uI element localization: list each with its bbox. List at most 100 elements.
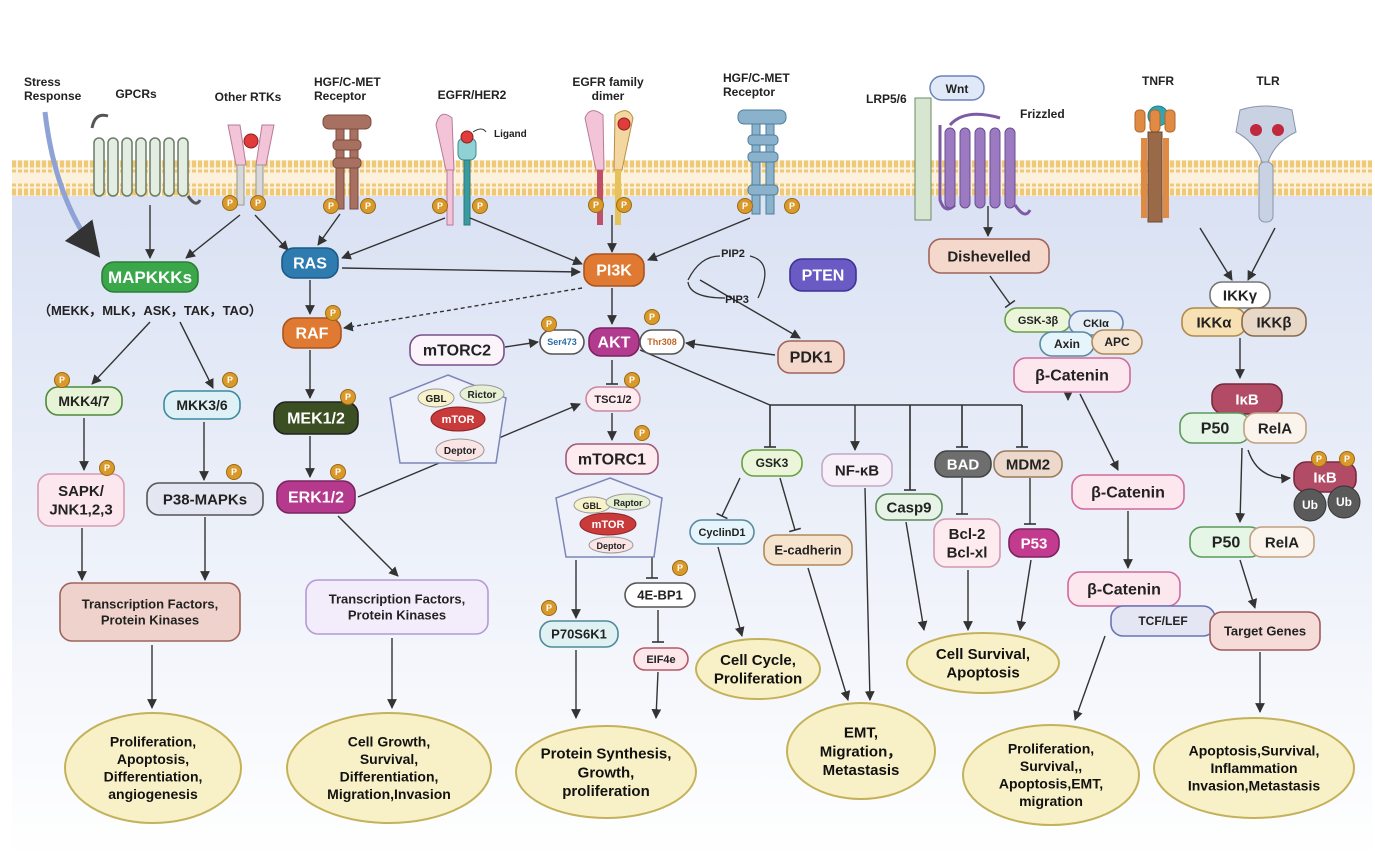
- bcat1-node: β-Catenin: [1013, 357, 1131, 393]
- ikb2-node-label: IκB: [1313, 469, 1337, 486]
- phospho-badge-25: P: [1339, 451, 1355, 467]
- raf-node-label: RAF: [296, 326, 329, 343]
- outcome-protein-synthesis-node: Protein Synthesis,Growth,proliferation: [515, 725, 697, 819]
- phospho-badge-21: P: [634, 425, 650, 441]
- p53-node: P53: [1008, 528, 1060, 558]
- ikkb-node-label: IKKβ: [1257, 314, 1292, 331]
- ecad-node: E-cadherin: [763, 534, 853, 566]
- outcome-cell-cycle-node-label: Cell Cycle,Proliferation: [714, 652, 802, 688]
- phospho-badge-23: P: [541, 600, 557, 616]
- arrow-20: [91, 321, 151, 385]
- mtorc2-node-label: mTORC2: [423, 343, 491, 360]
- rela-b-node: RelA: [1249, 526, 1315, 558]
- phospho-label-16: P: [104, 463, 110, 473]
- nfkb-node: NF-κB: [821, 453, 893, 487]
- outcome-cell-growth-node-label: Cell Growth,Survival,Differentiation,Mig…: [327, 734, 451, 803]
- inhibition-6: [956, 478, 968, 515]
- ikb-node: IκB: [1211, 383, 1283, 415]
- gbl-label-1: GBL: [425, 394, 446, 405]
- other-rtk-receptor-icon: [227, 124, 275, 206]
- eif4e-node: EIF4e: [633, 647, 689, 671]
- phospho-label-5: P: [437, 201, 443, 211]
- phospho-badge-10: P: [784, 198, 800, 214]
- ck1a-node-label: CKIα: [1083, 318, 1109, 330]
- arrow-27: [337, 515, 399, 577]
- phospho-badge-15: P: [222, 372, 238, 388]
- phospho-label-11: P: [330, 308, 336, 318]
- mdm2-node: MDM2: [993, 450, 1063, 478]
- phospho-label-1: P: [227, 198, 233, 208]
- mdm2-node-label: MDM2: [1006, 456, 1050, 473]
- phospho-label-10: P: [789, 201, 795, 211]
- arrow-33: [864, 487, 875, 701]
- outcome-protein-synthesis-node-label: Protein Synthesis,Growth,proliferation: [541, 746, 672, 801]
- p53-node-label: P53: [1021, 535, 1048, 552]
- phospho-label-4: P: [365, 201, 371, 211]
- ub-node-1: Ub: [1293, 488, 1327, 522]
- tcf-node-label: TCF/LEF: [1138, 614, 1187, 628]
- inhibition-7: [1024, 478, 1036, 525]
- rela-b-node-label: RelA: [1265, 534, 1299, 551]
- tf2-node: Transcription Factors,Protein Kinases: [305, 579, 489, 635]
- sapk-node-label: SAPK/JNK1,2,3: [49, 483, 112, 519]
- inhibition-11: [956, 405, 968, 448]
- apc-node-label: APC: [1104, 335, 1130, 349]
- target-genes-node: Target Genes: [1209, 611, 1321, 651]
- phospho-label-12: P: [345, 392, 351, 402]
- mtor-label-2: mTOR: [592, 519, 625, 531]
- arrow-4: [317, 213, 341, 246]
- outcome-wnt-node-label: Proliferation,Survival,,Apoptosis,EMT,mi…: [999, 741, 1103, 810]
- tsc-node: TSC1/2: [585, 386, 641, 412]
- p38-node: P38-MAPKs: [146, 482, 264, 516]
- phospho-badge-20: P: [624, 372, 640, 388]
- stress-arrow: [42, 111, 101, 258]
- arrow-31: [651, 671, 662, 719]
- outcome-emt-node-label: EMT,Migration，Metastasis: [820, 725, 903, 780]
- phospho-label-24: P: [1316, 454, 1322, 464]
- ras-node: RAS: [281, 247, 339, 279]
- phospho-badge-5: P: [432, 198, 448, 214]
- gpcrs-label: GPCRs: [115, 87, 157, 101]
- tf1-node-label: Transcription Factors,Protein Kinases: [82, 596, 219, 627]
- erk-node: ERK1/2: [276, 480, 356, 514]
- outcome-wnt-node: Proliferation,Survival,,Apoptosis,EMT,mi…: [962, 724, 1140, 826]
- arrow-42: [1073, 635, 1106, 721]
- gsk3-node: GSK3: [741, 449, 803, 477]
- phospho-badge-14: P: [54, 372, 70, 388]
- phospho-badge-6: P: [472, 198, 488, 214]
- ck1a-node: CKIα: [1068, 310, 1124, 336]
- arrow-35: [807, 567, 851, 701]
- mapkkk-list-label: （MEKK，MLK，ASK，TAK，TAO）: [38, 303, 262, 318]
- mtor-label-1: mTOR: [442, 414, 475, 426]
- inhibition-8: [989, 275, 1016, 309]
- apc-node: APC: [1091, 329, 1143, 355]
- phospho-label-18: P: [546, 319, 552, 329]
- phospho-label-9: P: [742, 201, 748, 211]
- arrow-43: [1199, 227, 1233, 281]
- arrow-6: [469, 217, 583, 266]
- deptor-label-1: Deptor: [444, 446, 476, 457]
- inhibition-lines: [606, 275, 1036, 643]
- ligand-label: Ligand: [494, 129, 527, 140]
- ikkg-node-label: IKKγ: [1223, 287, 1258, 304]
- ras-node-label: RAS: [293, 256, 327, 273]
- pi3k-node-label: PI3K: [596, 263, 632, 280]
- phospho-label-8: P: [621, 200, 627, 210]
- phospho-label-20: P: [629, 375, 635, 385]
- arrow-34: [717, 546, 745, 637]
- ub-label-2: Ub: [1336, 495, 1352, 509]
- arrow-17: [699, 279, 801, 339]
- mkk47-node: MKK4/7: [45, 386, 123, 416]
- arrow-36: [905, 521, 928, 631]
- inhibition-3: [652, 610, 664, 643]
- ikb-release-arrow: [1247, 449, 1291, 484]
- arrow-3: [254, 214, 289, 251]
- tlr-receptor-icon: [1235, 105, 1297, 223]
- phospho-label-21: P: [639, 428, 645, 438]
- mkk36-node: MKK3/6: [163, 390, 241, 420]
- tf1-node: Transcription Factors,Protein Kinases: [59, 582, 241, 642]
